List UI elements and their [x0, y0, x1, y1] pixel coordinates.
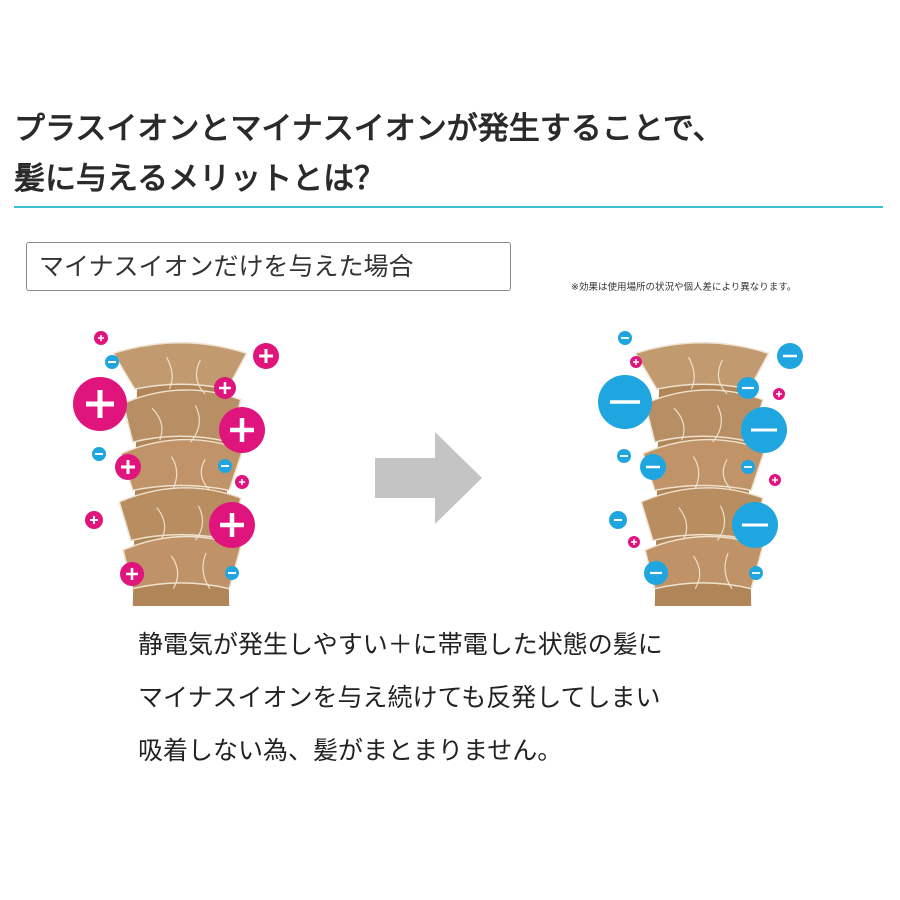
- minus-ion-large: [741, 407, 787, 453]
- minus-ion-small: [618, 331, 632, 345]
- left-ions: [73, 331, 279, 586]
- title-divider: [14, 206, 883, 208]
- plus-ion-small: [630, 356, 642, 368]
- plus-ion-large: [209, 502, 255, 548]
- minus-ion-small: [218, 459, 232, 473]
- explanation-line-3: 吸着しない為、髪がまとまりません。: [138, 736, 563, 765]
- case-label-box: マイナスイオンだけを与えた場合: [26, 242, 511, 291]
- minus-ion-large: [598, 375, 652, 429]
- minus-ion-small: [749, 566, 763, 580]
- plus-ion-medium: [115, 454, 141, 480]
- plus-ion-small: [94, 331, 108, 345]
- minus-ion-large: [732, 502, 778, 548]
- plus-ion-small: [85, 511, 103, 529]
- plus-ion-medium: [120, 562, 144, 586]
- plus-ion-small: [628, 536, 640, 548]
- plus-ion-small: [769, 474, 781, 486]
- minus-ion-small: [105, 355, 119, 369]
- plus-ion-small: [235, 475, 249, 489]
- minus-ion-small: [609, 511, 627, 529]
- minus-ion-medium: [737, 377, 759, 399]
- plus-ion-large: [73, 377, 127, 431]
- page-title: プラスイオンとマイナスイオンが発生することで、 髪に与えるメリットとは？: [14, 104, 884, 204]
- plus-ion-medium: [253, 343, 279, 369]
- plus-ion-medium: [214, 377, 236, 399]
- minus-ion-medium: [644, 561, 668, 585]
- plus-ion-large: [219, 407, 265, 453]
- explanation-line-1: 静電気が発生しやすい＋に帯電した状態の髪に: [138, 630, 663, 659]
- page-title-line-2: 髪に与えるメリットとは？: [14, 161, 386, 197]
- minus-ion-small: [92, 447, 106, 461]
- minus-ion-small: [225, 566, 239, 580]
- explanation-text: 静電気が発生しやすい＋に帯電した状態の髪に マイナスイオンを与え続けても反発して…: [138, 618, 838, 777]
- page-title-line-1: プラスイオンとマイナスイオンが発生することで、: [14, 111, 724, 147]
- right-arrow-icon: [375, 432, 482, 524]
- minus-ion-medium: [777, 343, 803, 369]
- minus-ion-small: [617, 449, 631, 463]
- explanation-line-2: マイナスイオンを与え続けても反発してしまい: [138, 683, 661, 712]
- right-ions: [598, 331, 803, 585]
- plus-ion-small: [773, 388, 785, 400]
- disclaimer-note: ※効果は使用場所の状況や個人差により異なります。: [571, 282, 797, 293]
- ion-diagram: [73, 331, 803, 606]
- minus-ion-small: [741, 460, 755, 474]
- minus-ion-medium: [640, 454, 666, 480]
